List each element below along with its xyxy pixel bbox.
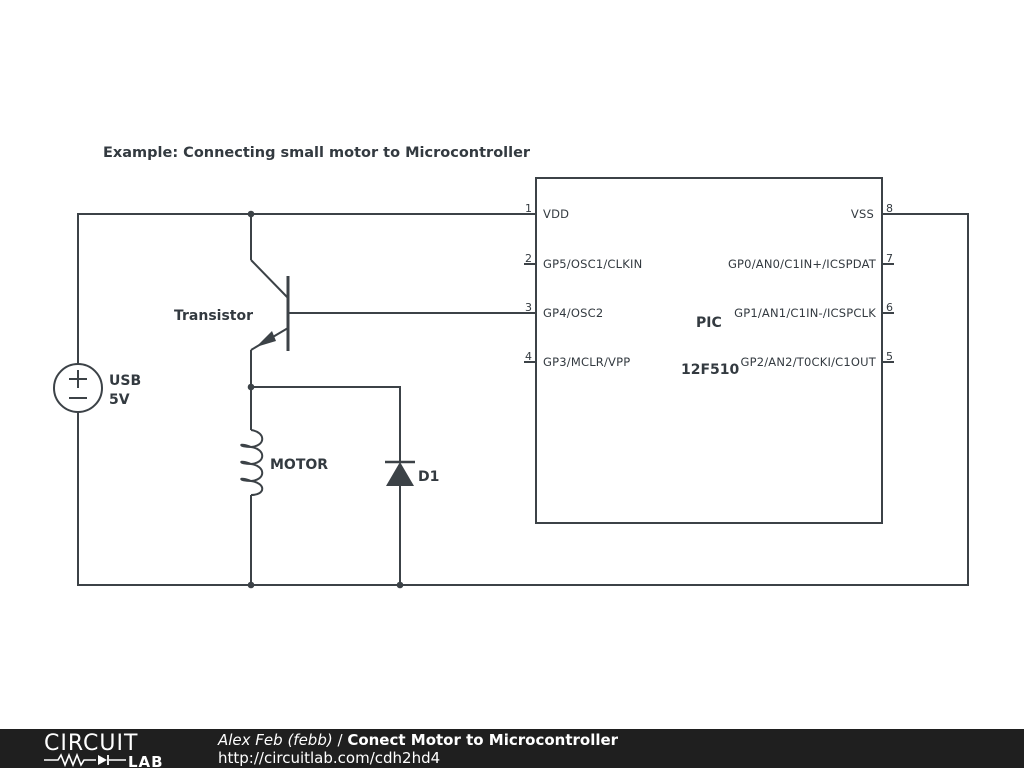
pin-number: 6 bbox=[886, 301, 893, 314]
pin-name-vdd: VDD bbox=[543, 207, 569, 221]
transistor-pnp bbox=[250, 259, 290, 351]
footer-separator: / bbox=[332, 731, 348, 749]
motor-coil bbox=[240, 429, 264, 496]
voltage-source-usb bbox=[53, 363, 103, 413]
diode-label: D1 bbox=[418, 469, 439, 485]
footer-url[interactable]: http://circuitlab.com/cdh2hd4 bbox=[218, 749, 441, 767]
pin-name-gp1: GP1/AN1/C1IN-/ICSPCLK bbox=[734, 306, 876, 320]
pin-name-gp2: GP2/AN2/T0CKI/C1OUT bbox=[740, 355, 876, 369]
pin-number: 3 bbox=[525, 301, 532, 314]
footer-author[interactable]: Alex Feb (febb) bbox=[218, 731, 333, 749]
source-label-usb: USB bbox=[109, 373, 141, 389]
wires bbox=[77, 213, 969, 586]
pin-name-vss: VSS bbox=[851, 207, 874, 221]
footer-attribution: Alex Feb (febb) / Conect Motor to Microc… bbox=[218, 731, 618, 749]
pin-number: 7 bbox=[886, 252, 893, 265]
junction-dot bbox=[396, 581, 404, 589]
pin-number: 8 bbox=[886, 202, 893, 215]
source-label-voltage: 5V bbox=[109, 392, 130, 408]
transistor-label: Transistor bbox=[174, 308, 253, 324]
junction-dots bbox=[247, 210, 404, 589]
microcontroller-chip bbox=[535, 177, 883, 524]
junction-dot bbox=[247, 581, 255, 589]
motor-label: MOTOR bbox=[270, 457, 328, 473]
diode-d1 bbox=[385, 460, 415, 486]
diagram-title: Example: Connecting small motor to Micro… bbox=[103, 145, 531, 161]
schematic-canvas: Example: Connecting small motor to Micro… bbox=[53, 145, 969, 589]
footer-circuit-title[interactable]: Conect Motor to Microcontroller bbox=[347, 731, 619, 749]
logo-text-lab: LAB bbox=[128, 753, 164, 768]
logo-text-circuit: CIRCUIT bbox=[44, 731, 138, 756]
junction-dot bbox=[247, 383, 255, 391]
chip-right-pin-stubs bbox=[882, 213, 894, 363]
circuitlab-logo[interactable]: CIRCUIT LAB bbox=[44, 729, 179, 768]
footer-bar: CIRCUIT LAB Alex Feb (febb) / Conect Mot… bbox=[0, 729, 1024, 768]
junction-dot bbox=[247, 210, 255, 218]
chip-left-pin-stubs bbox=[524, 213, 536, 363]
pin-name-gp3: GP3/MCLR/VPP bbox=[543, 355, 630, 369]
chip-label-pic: PIC bbox=[696, 315, 722, 331]
pin-number: 4 bbox=[525, 350, 532, 363]
pin-number: 2 bbox=[525, 252, 532, 265]
pin-name-gp4: GP4/OSC2 bbox=[543, 306, 603, 320]
chip-label-model: 12F510 bbox=[681, 362, 740, 378]
pin-name-gp0: GP0/AN0/C1IN+/ICSPDAT bbox=[728, 257, 877, 271]
pin-name-gp5: GP5/OSC1/CLKIN bbox=[543, 257, 642, 271]
pin-number: 1 bbox=[525, 202, 532, 215]
pin-number: 5 bbox=[886, 350, 893, 363]
